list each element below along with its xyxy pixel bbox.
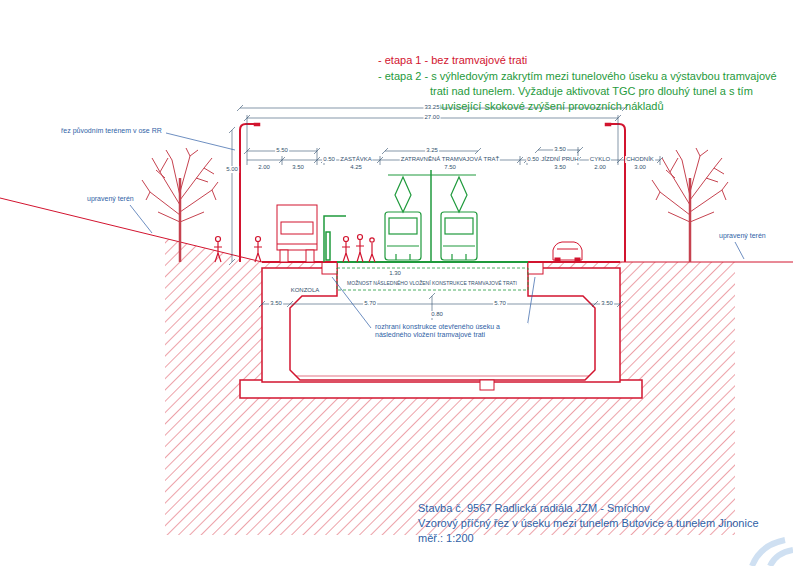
lane-label: CHODNÍK [625, 156, 655, 163]
dimension-label: 3.50 [553, 164, 567, 171]
dimension-label: 3.50 [553, 146, 567, 153]
note-label: MOŽNOST NÁSLEDNÉHO VLOŽENÍ KONSTRUKCE TR… [346, 280, 518, 286]
drawing-caption: Vzorový příčný řez v úseku mezi tunelem … [418, 517, 759, 530]
trams [385, 170, 477, 262]
lamp-poles [240, 123, 625, 262]
bus-shelter [324, 216, 346, 262]
road-surface [262, 262, 620, 290]
terrain-lines [0, 198, 793, 262]
dimension-label: 3.50 [600, 300, 614, 307]
people [214, 235, 375, 263]
lane-label: ZASTÁVKA [339, 156, 372, 163]
dimension-label: 5.00 [225, 166, 239, 173]
truck [277, 205, 317, 262]
dimension-label: 3.50 [269, 300, 283, 307]
dimension-label: 3.25 [425, 147, 439, 154]
watermark-logo [752, 540, 793, 566]
callout-label: řez původním terénem v ose RR [60, 127, 163, 135]
soil-hatch [165, 238, 735, 535]
callout-label: upravený terén [86, 195, 135, 203]
callout-label: upravený terén [718, 232, 767, 240]
dimension-label: 7.50 [443, 164, 457, 171]
dimension-label: 2.00 [257, 164, 271, 171]
lane-label: JÍZDNÍ PRUH [540, 156, 579, 163]
dimension-label: 5.70 [363, 300, 377, 307]
dimension-lines [229, 105, 663, 320]
dimension-label: 3.00 [633, 164, 647, 171]
dimension-label: 0.50 [322, 156, 336, 163]
lane-label: CYKLO [589, 156, 611, 163]
drawing-title: Stavba č. 9567 Radlická radiála JZM - Sm… [418, 502, 650, 515]
dimension-label: 0.80 [430, 311, 444, 318]
dimension-label: 5.70 [493, 300, 507, 307]
callout-label: rozhraní konstrukce otevřeného úseku a n… [374, 323, 528, 340]
dimension-label: 27.00 [423, 114, 440, 121]
leader-lines [130, 133, 744, 328]
stage-note: - etapa 1 - bez tramvajové trati [378, 54, 527, 67]
dimension-label: 3.50 [291, 164, 305, 171]
tree [142, 148, 218, 262]
dimension-label: 33.25 [423, 104, 440, 111]
scale-label: měř.: 1:200 [418, 532, 474, 545]
lane-label: ZATRAVNĚNÁ TRAMVAJOVÁ TRAŤ [400, 156, 500, 163]
car [553, 242, 582, 262]
tree [652, 148, 728, 262]
part-label: KONZOLA [290, 287, 321, 294]
dimension-label: 5.50 [275, 147, 289, 154]
dimension-label: 1.30 [388, 270, 402, 277]
tunnel-structure [240, 262, 642, 398]
dimension-label: 0.50 [526, 156, 540, 163]
dimension-label: 4.25 [349, 164, 363, 171]
dimension-label: 2.00 [593, 164, 607, 171]
